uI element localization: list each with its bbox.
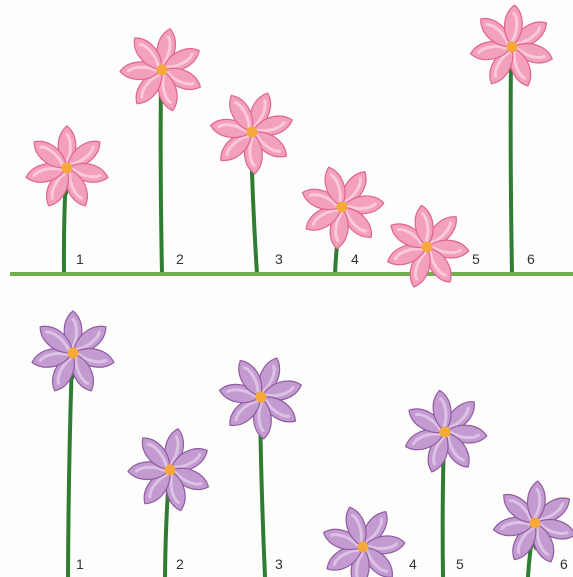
flower-purple-5: 5: [403, 389, 488, 577]
flower-number-label: 2: [176, 556, 184, 572]
flower-purple-3: 3: [218, 355, 304, 577]
flower-purple-6: 6: [492, 481, 573, 577]
flower-stem: [511, 53, 512, 274]
flower-number-label: 5: [472, 251, 480, 267]
flower-number-label: 4: [351, 251, 359, 267]
flower-number-label: 1: [76, 251, 84, 267]
flower-pink-5: 5: [385, 204, 480, 289]
flower-center: [62, 163, 73, 174]
flower-center: [256, 392, 267, 403]
flower-pink-2: 2: [120, 27, 204, 274]
flower-number-label: 3: [275, 251, 283, 267]
flower-pink-4: 4: [300, 164, 385, 274]
flower-pink-6: 6: [469, 5, 555, 274]
flower-center: [422, 242, 433, 253]
flower-petals: [321, 504, 406, 577]
flower-center: [247, 127, 258, 138]
flower-center: [358, 542, 369, 553]
flower-purple-1: 1: [30, 311, 116, 577]
pink-flower-row: 1 2 3 4 6 5: [10, 5, 573, 290]
flower-center: [337, 202, 348, 213]
flower-number-label: 3: [275, 556, 283, 572]
flower-center: [157, 65, 168, 76]
flower-purple-4: 4: [321, 504, 417, 577]
flower-stem: [68, 359, 72, 577]
flower-center: [530, 518, 541, 529]
flower-number-label: 6: [527, 251, 535, 267]
flower-pink-3: 3: [209, 90, 295, 274]
purple-flower-row: 1 2 3 4 5 6: [30, 311, 573, 577]
flower-number-label: 5: [456, 556, 464, 572]
flower-center: [68, 348, 79, 359]
flower-center: [440, 427, 451, 438]
flower-stem: [161, 76, 162, 274]
flower-pink-1: 1: [24, 126, 110, 274]
flower-center: [507, 42, 518, 53]
flower-number-label: 1: [76, 556, 84, 572]
flower-number-label: 2: [176, 251, 184, 267]
flower-number-label: 4: [409, 556, 417, 572]
flower-purple-2: 2: [128, 427, 212, 577]
flower-center: [165, 465, 176, 476]
flower-number-label: 6: [560, 556, 568, 572]
